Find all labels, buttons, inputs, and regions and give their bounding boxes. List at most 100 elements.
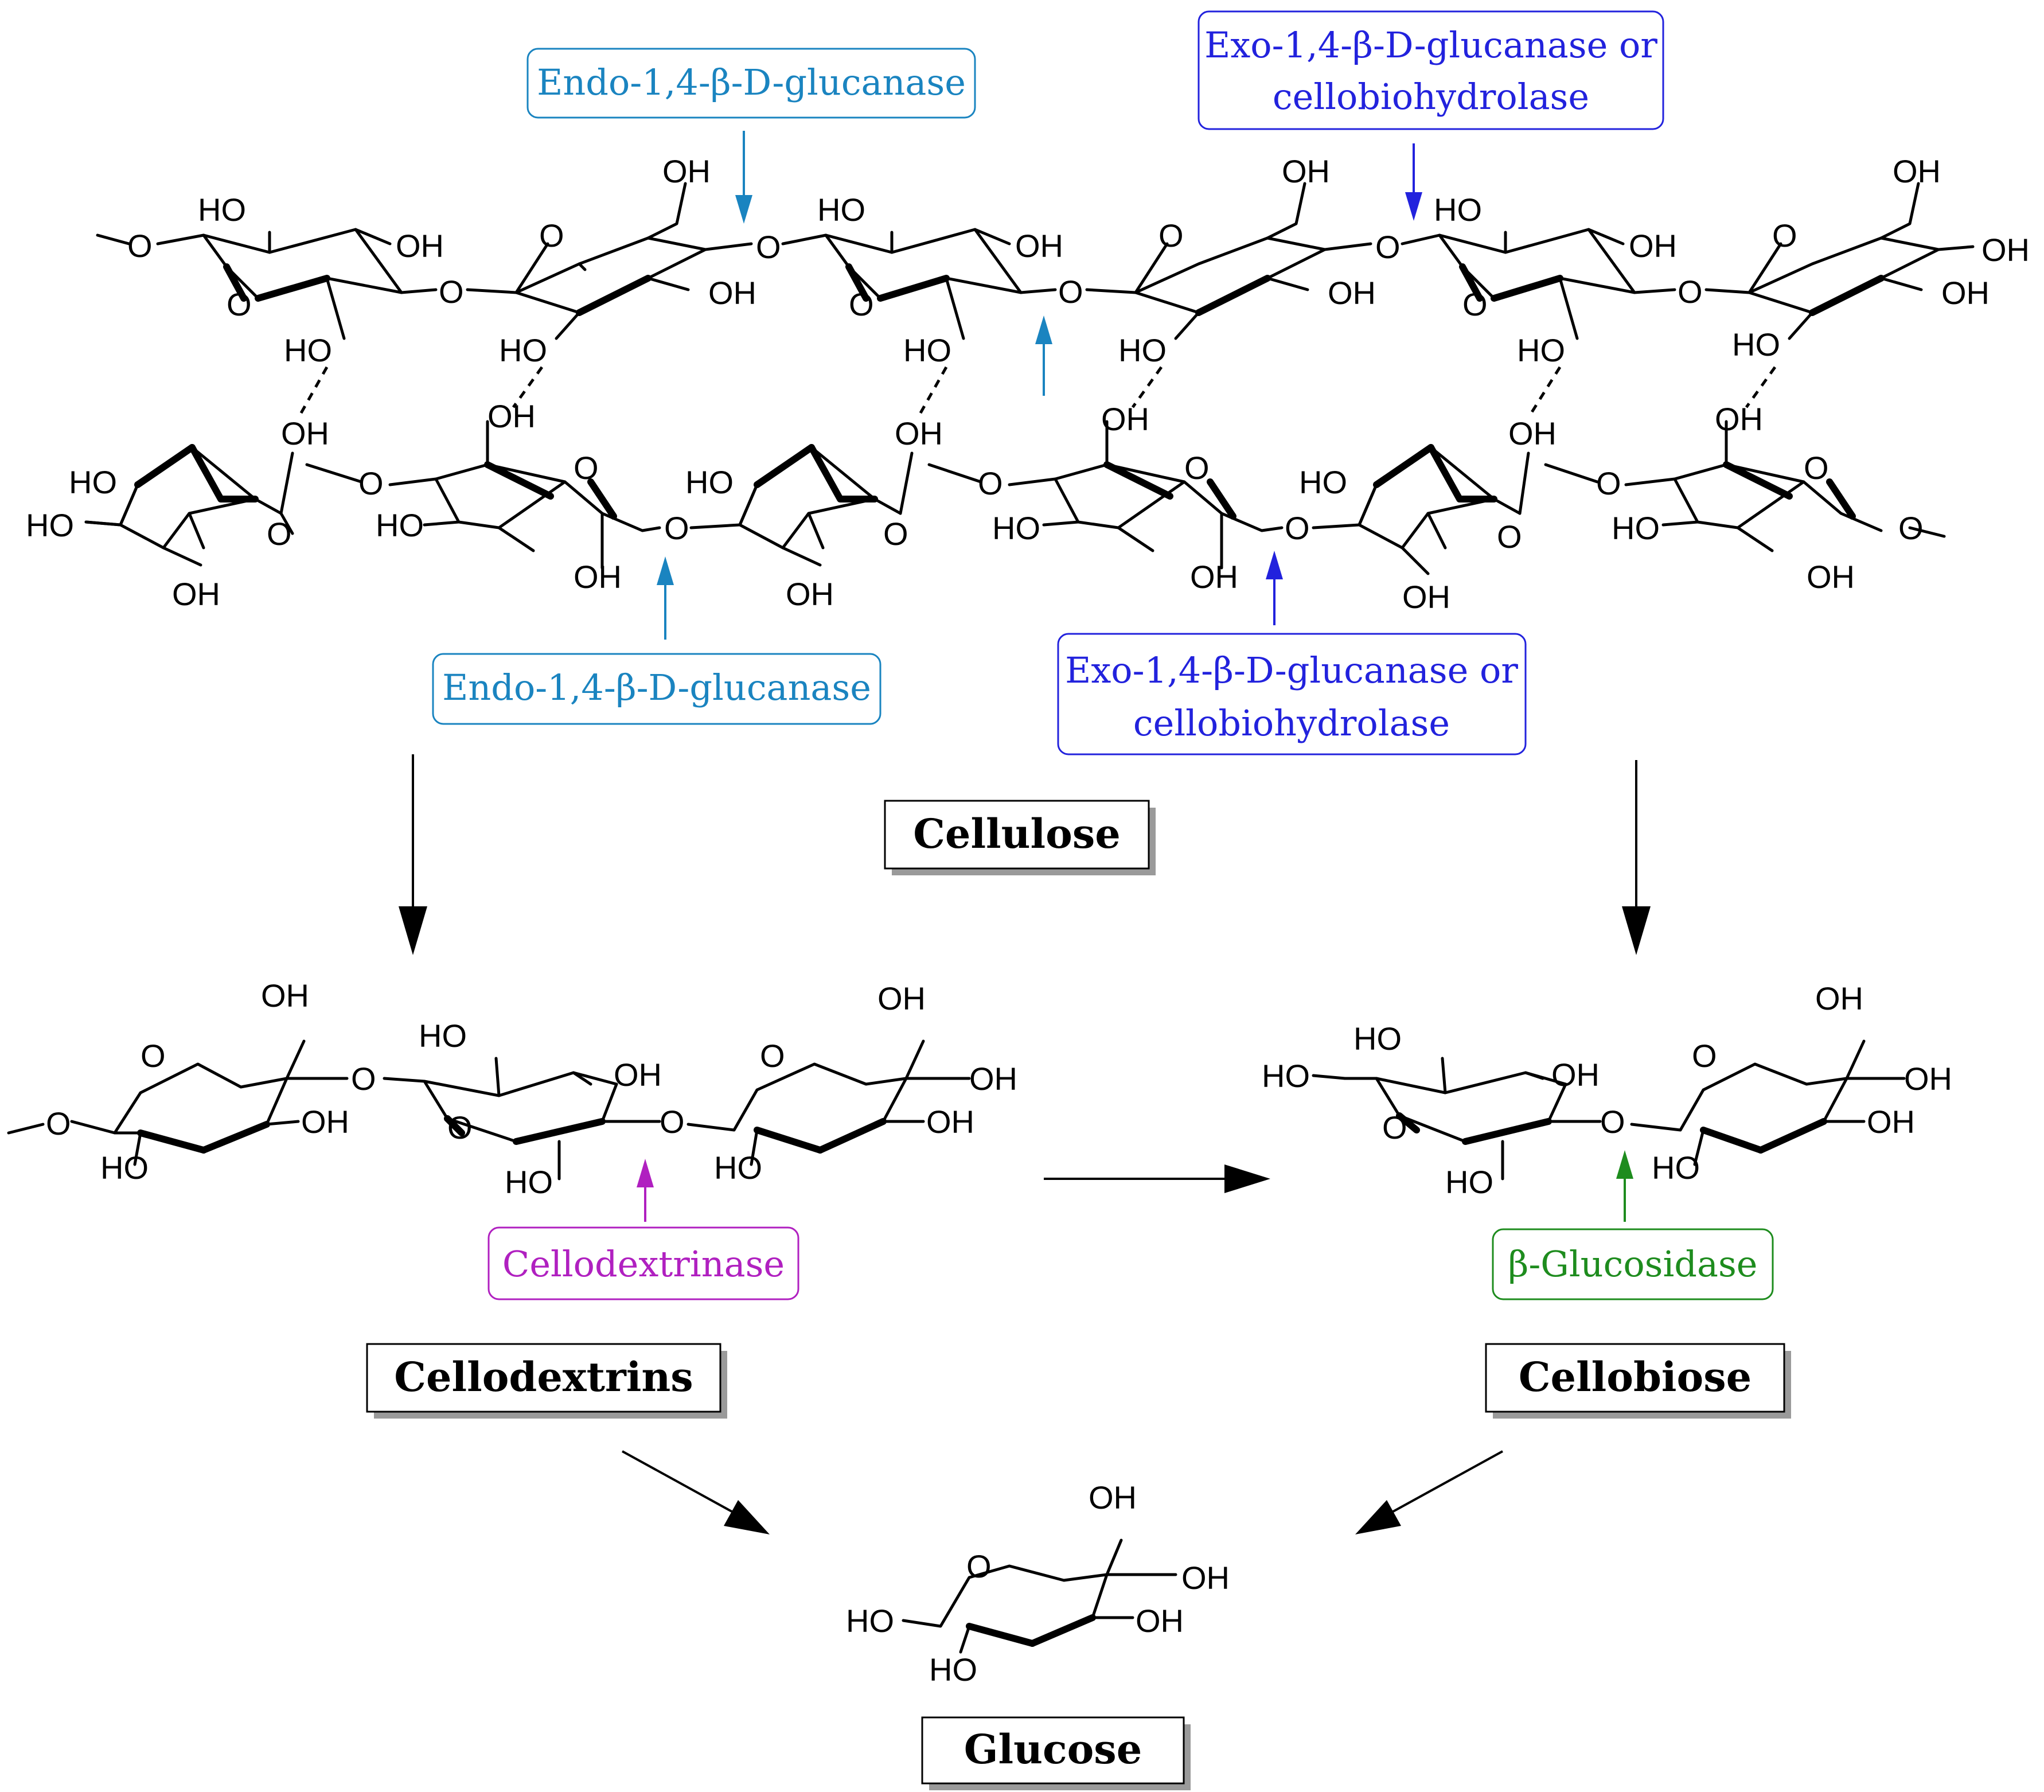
atom-o: O	[1678, 274, 1703, 310]
cellulose-bottom-chain	[84, 420, 1946, 575]
cellobiose-structure	[1312, 1039, 1906, 1181]
cellodextrinase-label: Cellodextrinase	[502, 1243, 785, 1285]
atom-o: O	[1497, 519, 1522, 555]
atom-ho: HO	[419, 1018, 467, 1054]
cellulose-label: Cellulose	[913, 810, 1121, 858]
atom-oh: OH	[926, 1104, 974, 1140]
atom-oh: OH	[1904, 1061, 1952, 1097]
glucose-atoms: O OH OH OH HO HO	[846, 1479, 1230, 1688]
atom-ho: HO	[1299, 464, 1347, 500]
atom-o: O	[227, 286, 252, 322]
atom-oh: OH	[662, 153, 711, 189]
atom-oh: OH	[487, 398, 536, 434]
atom-ho: HO	[685, 464, 734, 500]
atom-oh: OH	[1101, 401, 1149, 437]
endo-top-label: Endo-1,4-β-D-glucanase	[537, 61, 966, 103]
atom-oh: OH	[1715, 401, 1763, 437]
label-cellulose: Cellulose	[884, 800, 1156, 875]
glucose-structure	[902, 1538, 1177, 1654]
label-cellobiose: Cellobiose	[1485, 1343, 1791, 1419]
atom-oh: OH	[1136, 1603, 1184, 1639]
atom-ho: HO	[1262, 1058, 1310, 1094]
atom-oh: OH	[1508, 415, 1557, 451]
atom-o: O	[46, 1105, 71, 1142]
label-cellodextrins: Cellodextrins	[366, 1343, 727, 1419]
atom-o: O	[1772, 217, 1797, 254]
atom-ho: HO	[100, 1150, 149, 1186]
atom-ho: HO	[1732, 326, 1780, 363]
atom-o: O	[1462, 286, 1488, 322]
atom-oh: OH	[1551, 1057, 1600, 1093]
cellulose-top-chain	[96, 182, 1975, 340]
atom-o: O	[966, 1548, 992, 1584]
atom-ho: HO	[284, 332, 332, 368]
atom-o: O	[1600, 1104, 1625, 1140]
atom-ho: HO	[1118, 332, 1167, 368]
atom-o: O	[447, 1109, 473, 1146]
atom-o: O	[267, 516, 292, 552]
atom-ho: HO	[1353, 1020, 1402, 1057]
atom-oh: OH	[301, 1104, 349, 1140]
atom-o: O	[574, 450, 599, 486]
atom-o: O	[1382, 1109, 1407, 1146]
atom-oh: OH	[574, 559, 622, 595]
atom-ho: HO	[846, 1603, 894, 1639]
cellobiose-label: Cellobiose	[1519, 1353, 1752, 1401]
atom-oh: OH	[261, 977, 309, 1014]
cellodextrins-structure	[7, 1039, 971, 1181]
enzyme-endo-bottom: Endo-1,4-β-D-glucanase	[432, 653, 881, 725]
atom-oh: OH	[1402, 579, 1450, 615]
atom-ho: HO	[903, 332, 951, 368]
atom-o: O	[1184, 450, 1210, 486]
atom-o: O	[1375, 229, 1401, 265]
atom-oh: OH	[1807, 559, 1855, 595]
exo-top-label-line1: Exo-1,4-β-D-glucanase or	[1204, 24, 1657, 66]
cellobiose-atoms: HO HO OH O HO O O OH OH OH HO	[1262, 980, 1952, 1200]
cellodextrins-atoms: O O OH O OH HO HO OH O HO O O OH OH OH H…	[46, 977, 1017, 1200]
atom-o: O	[358, 465, 384, 501]
enzyme-exo-bottom: Exo-1,4-β-D-glucanase or cellobiohydrola…	[1057, 633, 1527, 755]
atom-oh: OH	[1893, 153, 1941, 189]
atom-o: O	[1596, 465, 1621, 501]
atom-ho: HO	[1445, 1164, 1493, 1200]
enzyme-glucosidase: β-Glucosidase	[1492, 1150, 1774, 1300]
atom-o: O	[1804, 450, 1829, 486]
atom-oh: OH	[1282, 153, 1330, 189]
label-glucose: Glucose	[921, 1716, 1191, 1790]
atom-o: O	[439, 274, 464, 310]
atom-o: O	[141, 1038, 166, 1074]
cellodextrins-label: Cellodextrins	[394, 1353, 693, 1401]
atom-o: O	[351, 1061, 376, 1097]
atom-ho: HO	[1652, 1150, 1700, 1186]
cleavage-arrows	[657, 131, 1422, 640]
atom-oh: OH	[396, 228, 444, 264]
atom-oh: OH	[1328, 275, 1376, 311]
exo-bottom-label-line2: cellobiohydrolase	[1133, 702, 1450, 744]
atom-o: O	[883, 516, 908, 552]
atom-o: O	[756, 229, 781, 265]
atom-oh: OH	[1629, 228, 1677, 264]
atom-o: O	[1285, 510, 1310, 546]
hydrogen-bonds	[299, 366, 1777, 414]
atom-oh: OH	[1015, 228, 1063, 264]
atom-oh: OH	[895, 415, 943, 451]
atom-ho: HO	[992, 510, 1040, 546]
atom-ho: HO	[1434, 192, 1482, 228]
atom-o: O	[1058, 274, 1083, 310]
atom-ho: HO	[1517, 332, 1565, 368]
atom-o: O	[1158, 217, 1184, 254]
atom-o: O	[1898, 510, 1924, 546]
atom-ho: HO	[505, 1164, 553, 1200]
atom-oh: OH	[1941, 275, 1990, 311]
atom-oh: OH	[1190, 559, 1238, 595]
atom-oh: OH	[1981, 232, 2030, 268]
atom-oh: OH	[1089, 1479, 1137, 1516]
atom-ho: HO	[817, 192, 865, 228]
atom-ho: HO	[198, 192, 246, 228]
atom-ho: HO	[69, 464, 117, 500]
atom-oh: OH	[281, 415, 329, 451]
enzyme-cellodextrinase: Cellodextrinase	[487, 1159, 799, 1300]
atom-ho: HO	[1612, 510, 1660, 546]
